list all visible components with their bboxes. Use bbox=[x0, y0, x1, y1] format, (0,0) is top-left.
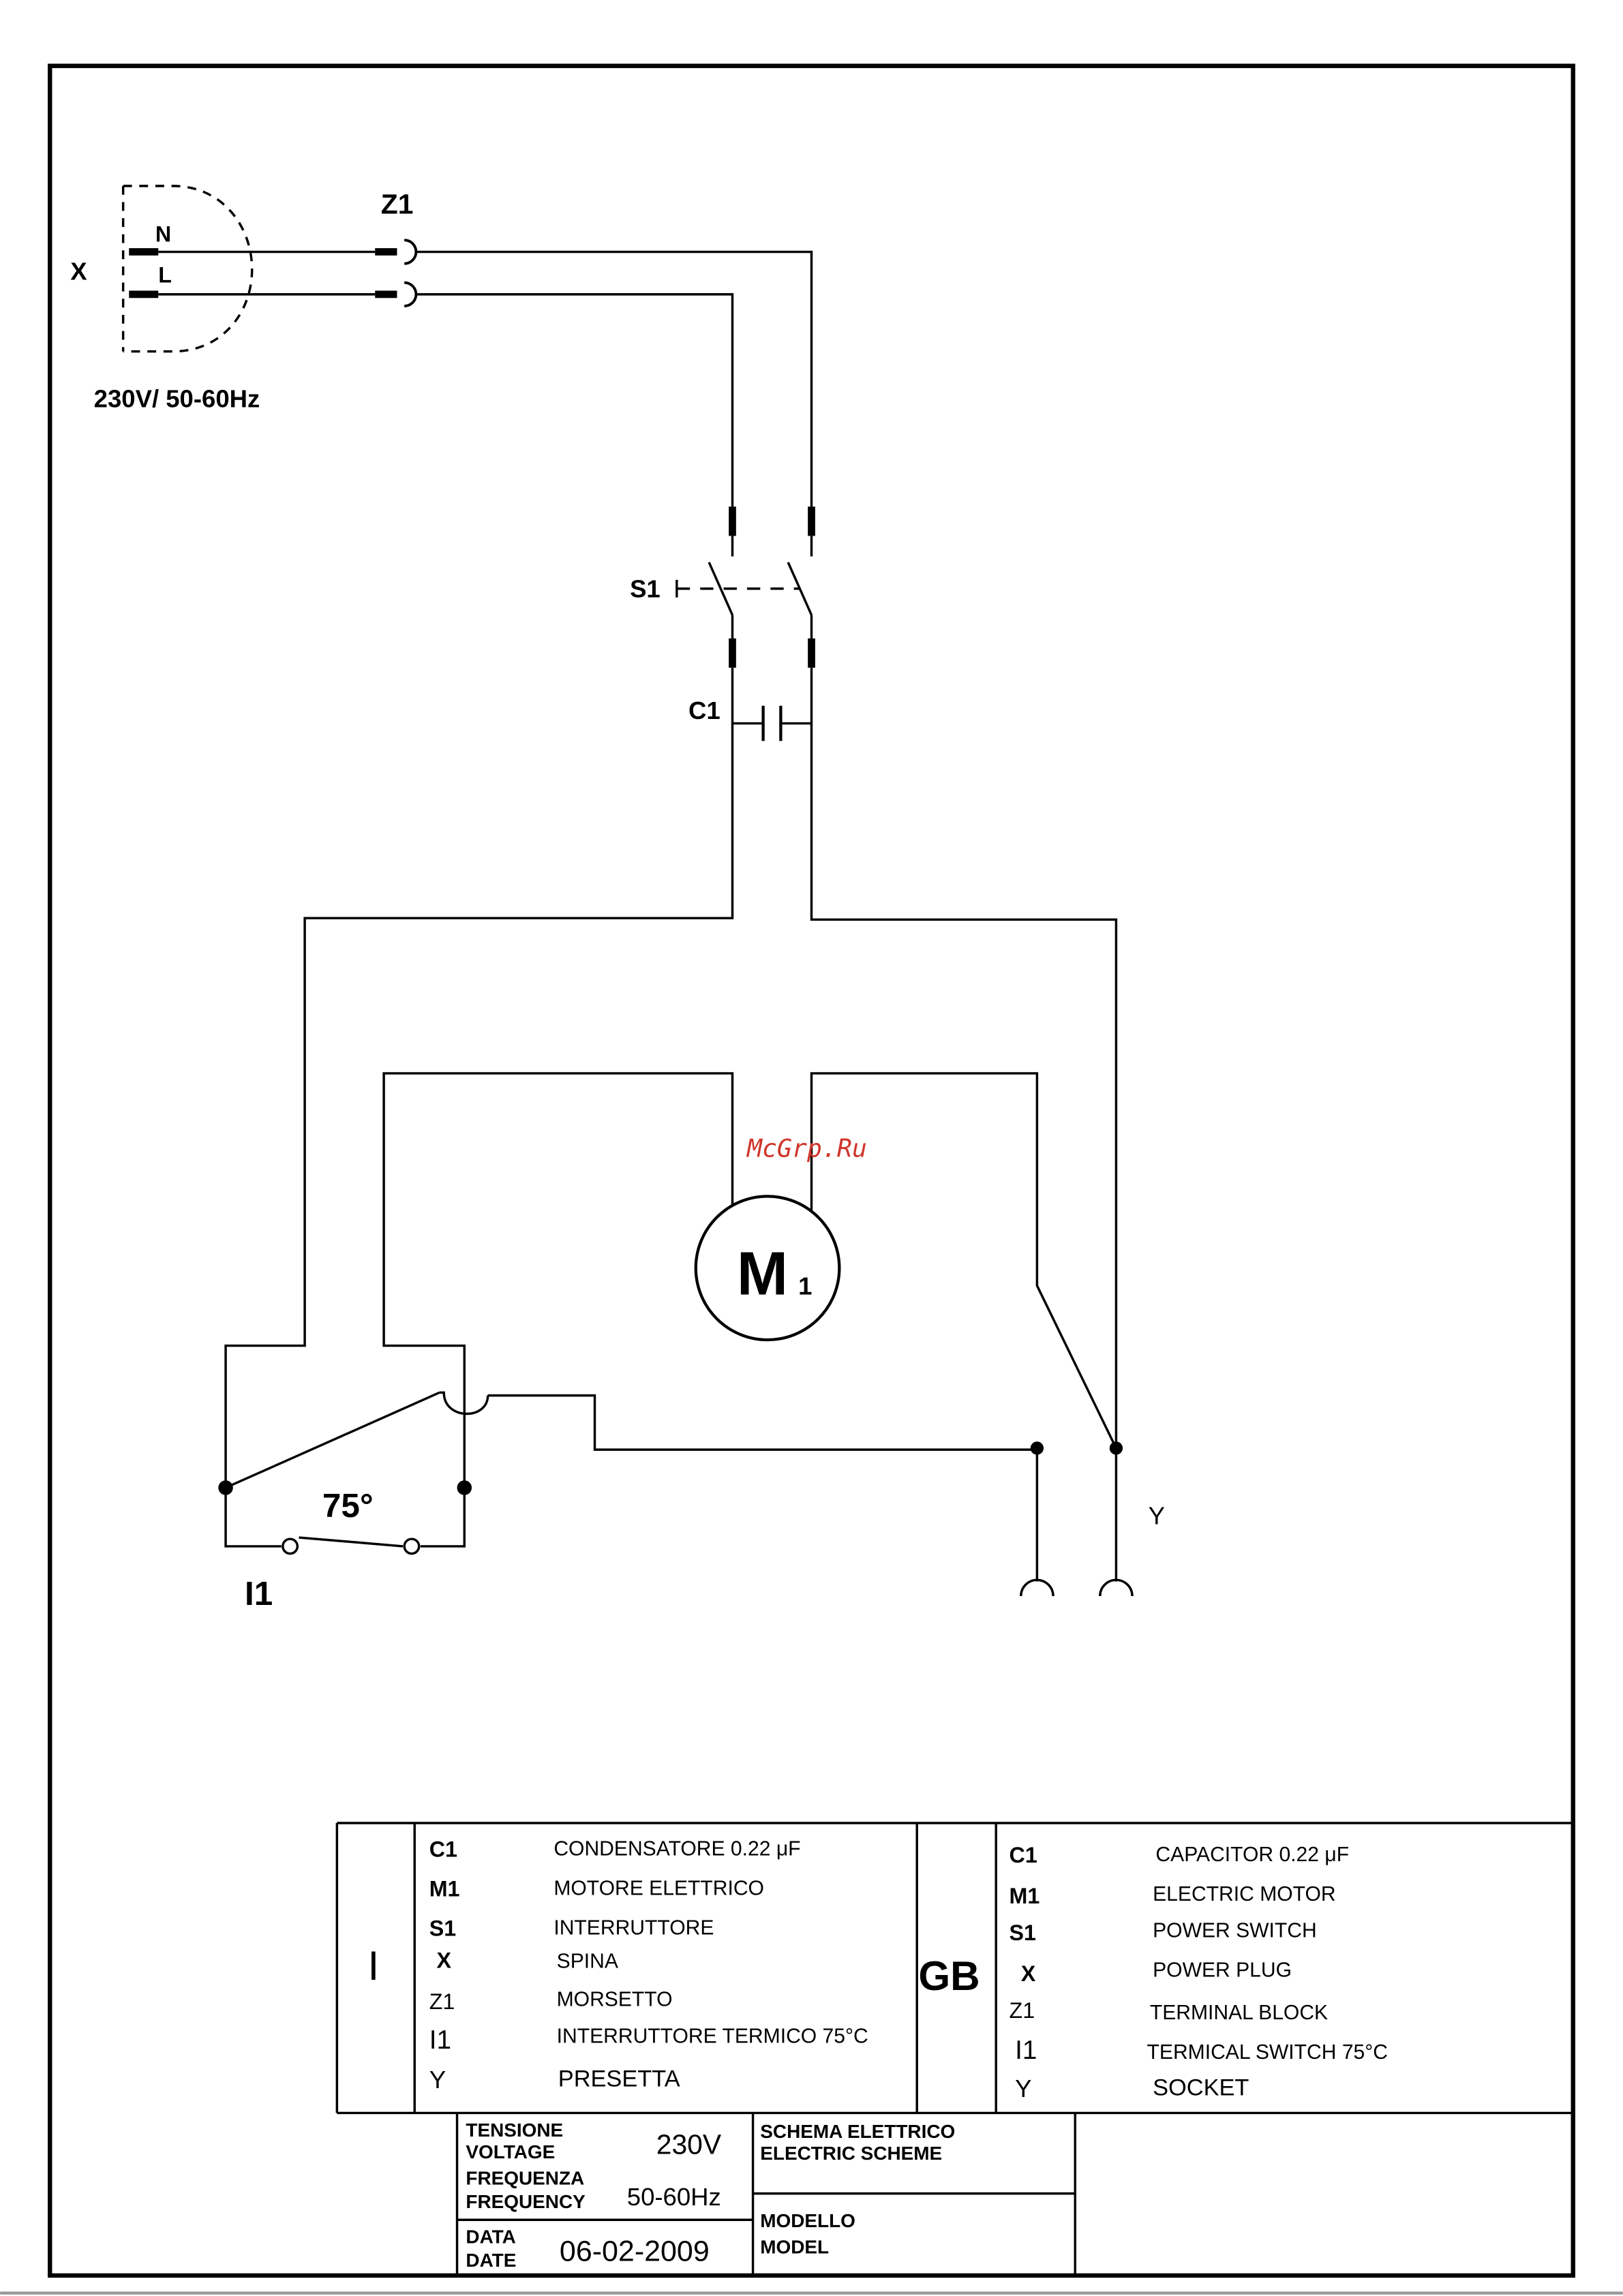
frequency-value: 50-60Hz bbox=[627, 2183, 721, 2211]
voltage-label-it: TENSIONE bbox=[466, 2119, 563, 2141]
legend-language-it: I bbox=[367, 1943, 379, 1989]
legend-gb-code: Y bbox=[1015, 2075, 1031, 2102]
legend-it-codes: C1 M1 S1 X Z1 I1 Y bbox=[429, 1837, 460, 2093]
voltage-label-en: VOLTAGE bbox=[466, 2141, 555, 2162]
voltage-value: 230V bbox=[656, 2129, 722, 2160]
watermark: McGrp.Ru bbox=[746, 1133, 867, 1163]
legend-it-text: MORSETTO bbox=[557, 1989, 673, 2011]
legend-it-code: S1 bbox=[429, 1916, 456, 1940]
model-label-en: MODEL bbox=[760, 2237, 829, 2258]
terminal-block bbox=[375, 239, 418, 307]
mains-wires bbox=[158, 250, 376, 296]
legend-it-text: CONDENSATORE 0.22 μF bbox=[553, 1837, 800, 1860]
drawing-frame bbox=[48, 63, 1575, 2278]
legend-gb-code: Z1 bbox=[1010, 1998, 1035, 2023]
legend-it-code: X bbox=[436, 1948, 451, 1973]
date-label-en: DATE bbox=[466, 2250, 516, 2271]
thermal-switch bbox=[224, 1391, 489, 1555]
terminal-label: Z1 bbox=[381, 189, 414, 220]
plug-label: X bbox=[70, 257, 87, 285]
legend-it-text: SPINA bbox=[557, 1950, 618, 1973]
power-switch bbox=[676, 506, 815, 668]
legend-it-texts: CONDENSATORE 0.22 μF MOTORE ELETTRICO IN… bbox=[553, 1837, 868, 2092]
supply-rating: 230V/ 50-60Hz bbox=[94, 384, 260, 412]
date-value: 06-02-2009 bbox=[560, 2235, 710, 2267]
power-plug bbox=[121, 185, 254, 353]
legend-gb-text: ELECTRIC MOTOR bbox=[1153, 1883, 1336, 1905]
line-label: L bbox=[158, 263, 172, 288]
capacitor bbox=[761, 705, 783, 741]
thermal-temperature: 75° bbox=[322, 1487, 374, 1525]
scheme-label-it: SCHEMA ELETTRICO bbox=[760, 2121, 955, 2142]
legend-gb-code: I1 bbox=[1015, 2036, 1037, 2065]
motor-index: 1 bbox=[798, 1272, 812, 1300]
switch-label: S1 bbox=[630, 575, 661, 603]
socket-label: Y bbox=[1149, 1502, 1165, 1530]
legend-it-code: Y bbox=[429, 2066, 446, 2094]
junction-dots bbox=[218, 1441, 1123, 1495]
capacitor-label: C1 bbox=[688, 697, 721, 724]
frequency-label-en: FREQUENCY bbox=[466, 2191, 586, 2212]
legend-it-code: Z1 bbox=[429, 1989, 455, 2014]
legend-it-text: MOTORE ELETTRICO bbox=[553, 1877, 764, 1899]
legend-it-code: I1 bbox=[429, 2025, 451, 2055]
supply-lines bbox=[416, 250, 813, 507]
legend-gb-code: M1 bbox=[1010, 1884, 1040, 1908]
legend-gb-text: CAPACITOR 0.22 μF bbox=[1155, 1843, 1349, 1866]
wiring bbox=[224, 667, 1118, 1582]
legend-gb-codes: C1 M1 S1 X Z1 I1 Y bbox=[1010, 1843, 1040, 2102]
legend-language-gb: GB bbox=[918, 1953, 980, 1999]
thermal-switch-label: I1 bbox=[245, 1575, 273, 1612]
legend-gb-text: TERMICAL SWITCH 75°C bbox=[1147, 2041, 1389, 2064]
legend-table bbox=[335, 1822, 1573, 2115]
legend-it-code: C1 bbox=[429, 1837, 457, 1861]
legend-gb-code: C1 bbox=[1010, 1843, 1037, 1867]
legend-gb-text: TERMINAL BLOCK bbox=[1150, 2002, 1328, 2024]
legend-it-code: M1 bbox=[429, 1876, 460, 1901]
legend-it-text: INTERRUTTORE TERMICO 75°C bbox=[557, 2025, 868, 2047]
scheme-label-en: ELECTRIC SCHEME bbox=[760, 2143, 942, 2164]
legend-gb-text: SOCKET bbox=[1153, 2075, 1249, 2101]
model-label-it: MODELLO bbox=[760, 2210, 855, 2231]
legend-gb-texts: CAPACITOR 0.22 μF ELECTRIC MOTOR POWER S… bbox=[1147, 1843, 1389, 2101]
legend-gb-text: POWER SWITCH bbox=[1153, 1920, 1317, 1942]
legend-gb-code: S1 bbox=[1010, 1920, 1036, 1945]
neutral-label: N bbox=[155, 222, 171, 247]
legend-gb-code: X bbox=[1021, 1961, 1036, 1986]
frequency-label-it: FREQUENZA bbox=[466, 2168, 584, 2189]
date-label-it: DATA bbox=[466, 2226, 515, 2248]
motor-letter: M bbox=[737, 1239, 788, 1308]
legend-it-text: PRESETTA bbox=[558, 2066, 680, 2092]
legend-it-text: INTERRUTTORE bbox=[553, 1916, 714, 1939]
socket bbox=[1020, 1578, 1134, 1597]
legend-gb-text: POWER PLUG bbox=[1153, 1959, 1292, 1982]
title-block bbox=[455, 2113, 1076, 2276]
motor bbox=[694, 1195, 841, 1342]
